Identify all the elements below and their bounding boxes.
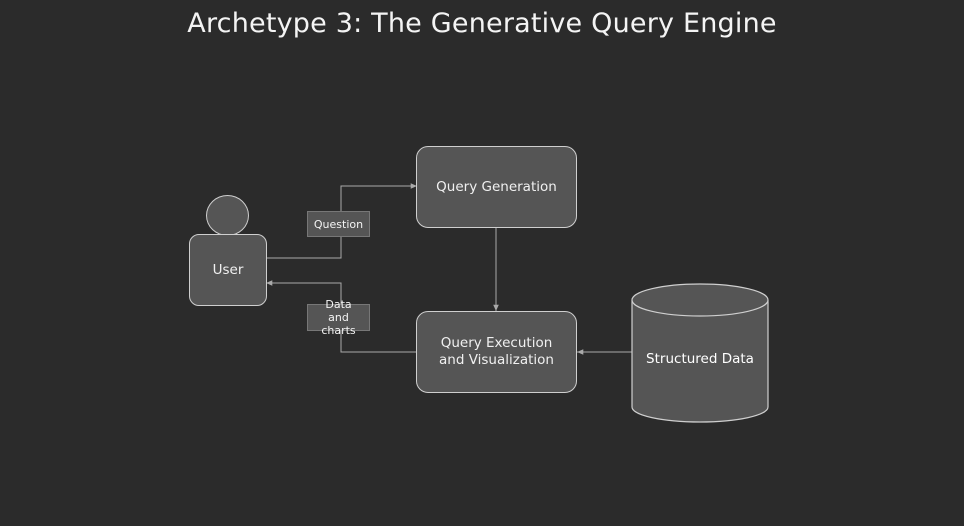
diagram-title: Archetype 3: The Generative Query Engine xyxy=(187,8,777,39)
edge-label-question: Question xyxy=(307,211,370,237)
query-generation-node: Query Generation xyxy=(416,146,577,228)
edge-label-data-and-charts: Data and charts xyxy=(307,298,370,337)
edge-label-question-text: Question xyxy=(313,217,364,231)
query-generation-label: Query Generation xyxy=(436,178,557,195)
user-label: User xyxy=(212,261,244,278)
user-node: User xyxy=(189,234,267,306)
edge-label-data-and-charts-text: Data and charts xyxy=(321,298,356,337)
query-execution-label: Query Execution and Visualization xyxy=(439,335,554,368)
database-cylinder-shape xyxy=(631,283,769,423)
query-execution-node: Query Execution and Visualization xyxy=(416,311,577,393)
structured-data-label: Structured Data xyxy=(646,351,754,367)
user-head-icon xyxy=(206,195,249,236)
